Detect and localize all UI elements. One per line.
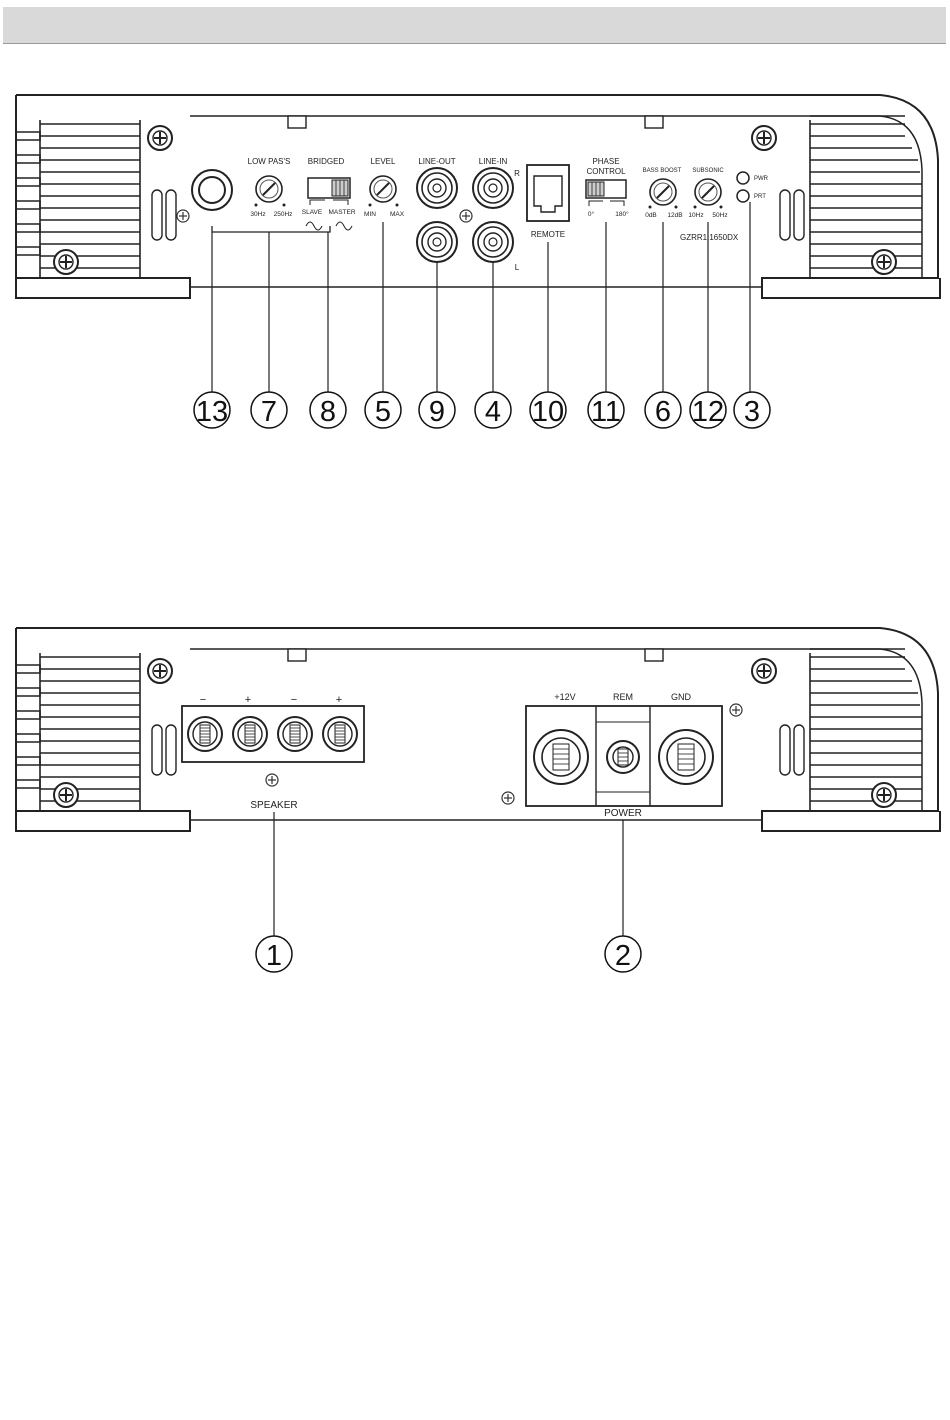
corner-screw [872,250,896,274]
phase-180-label: 180° [615,210,629,218]
svg-text:8: 8 [320,396,336,428]
rem-label: REM [613,692,633,702]
callout: 13 [194,392,230,428]
master-label: MASTER [328,209,355,216]
svg-text:11: 11 [591,396,621,428]
speaker-plus-1-label: + [245,694,251,706]
bridged-label: BRIDGED [308,157,345,166]
callout: 6 [645,392,681,428]
subsonic-label: SUBSONIC [692,168,724,174]
svg-text:1: 1 [266,940,282,972]
callout: 8 [310,392,346,428]
gnd-label: GND [671,692,692,702]
corner-screw [752,126,776,150]
model-label: GZRR1.1650DX [680,233,739,242]
power-label: POWER [604,808,642,819]
speaker-terminal-plus-1[interactable] [233,717,267,751]
top-amplifier-panel: LOW PAS'S 30Hz 250Hz BRIDGED SLAVE MASTE… [16,95,940,428]
callout: 1 [256,936,292,972]
svg-text:6: 6 [655,396,671,428]
line-in-label: LINE-IN [479,157,508,166]
small-screw [177,210,189,222]
power-led [737,172,749,184]
callout: 5 [365,392,401,428]
prt-label: PRT [754,194,766,200]
bottom-amplifier-panel: − + − + SPEAKER +12V REM GND [16,628,940,972]
level-knob[interactable] [370,176,396,202]
left-channel-label: L [515,263,520,272]
corner-screw [752,659,776,683]
subsonic-max-label: 50Hz [712,212,727,219]
low-pass-label: LOW PAS'S [248,157,291,166]
svg-text:3: 3 [744,396,760,428]
phase-0-label: 0° [588,210,595,218]
plus12v-terminal[interactable] [534,730,588,784]
subsonic-knob[interactable] [695,179,721,205]
line-out-left-jack[interactable] [417,222,457,262]
svg-text:10: 10 [532,396,564,428]
speaker-terminal-minus-2[interactable] [278,717,312,751]
callout: 4 [475,392,511,428]
corner-screw [872,783,896,807]
speaker-minus-1-label: − [200,694,206,706]
remote-label: REMOTE [531,230,565,239]
ground-terminal [192,170,232,210]
callout: 10 [530,392,566,428]
svg-text:5: 5 [375,396,391,428]
svg-text:7: 7 [261,396,277,428]
wave-icon [306,222,322,230]
gnd-terminal[interactable] [659,730,713,784]
callout: 12 [690,392,726,428]
bass-boost-label: BASS BOOST [643,168,682,174]
speaker-label: SPEAKER [250,800,297,811]
corner-screw [148,659,172,683]
wave-icon [336,222,352,230]
pwr-label: PWR [754,176,769,182]
small-screw [730,704,742,716]
corner-screw [54,783,78,807]
callout: 3 [734,392,770,428]
low-pass-knob[interactable] [256,176,282,202]
callout: 7 [251,392,287,428]
subsonic-min-label: 10Hz [688,212,703,219]
level-min-label: MIN [364,211,376,218]
small-screw [266,774,278,786]
slave-label: SLAVE [302,209,323,216]
svg-text:2: 2 [615,940,631,972]
rem-terminal[interactable] [607,741,639,773]
right-channel-label: R [514,169,520,178]
remote-port[interactable] [527,165,569,221]
line-out-label: LINE-OUT [418,157,455,166]
line-in-left-jack[interactable] [473,222,513,262]
level-label: LEVEL [371,157,396,166]
low-pass-max-label: 250Hz [274,211,293,218]
bass-boost-knob[interactable] [650,179,676,205]
speaker-terminal-minus-1[interactable] [188,717,222,751]
corner-screw [148,126,172,150]
bass-boost-max-label: 12dB [667,212,682,219]
svg-text:9: 9 [429,396,445,428]
speaker-terminal-plus-2[interactable] [323,717,357,751]
control-label: CONTROL [586,167,626,176]
plus12v-label: +12V [554,692,575,702]
line-out-right-jack[interactable] [417,168,457,208]
callout: 2 [605,936,641,972]
svg-text:13: 13 [196,396,228,428]
callout: 11 [588,392,624,428]
small-screw [502,792,514,804]
line-in-right-jack[interactable] [473,168,513,208]
svg-text:12: 12 [692,396,724,428]
corner-screw [54,250,78,274]
speaker-plus-2-label: + [336,694,342,706]
phase-label: PHASE [592,157,619,166]
callout: 9 [419,392,455,428]
bass-boost-min-label: 0dB [645,212,657,219]
svg-text:4: 4 [485,396,501,428]
small-screw [460,210,472,222]
protect-led [737,190,749,202]
level-max-label: MAX [390,211,405,218]
speaker-minus-2-label: − [291,694,297,706]
low-pass-min-label: 30Hz [250,211,265,218]
